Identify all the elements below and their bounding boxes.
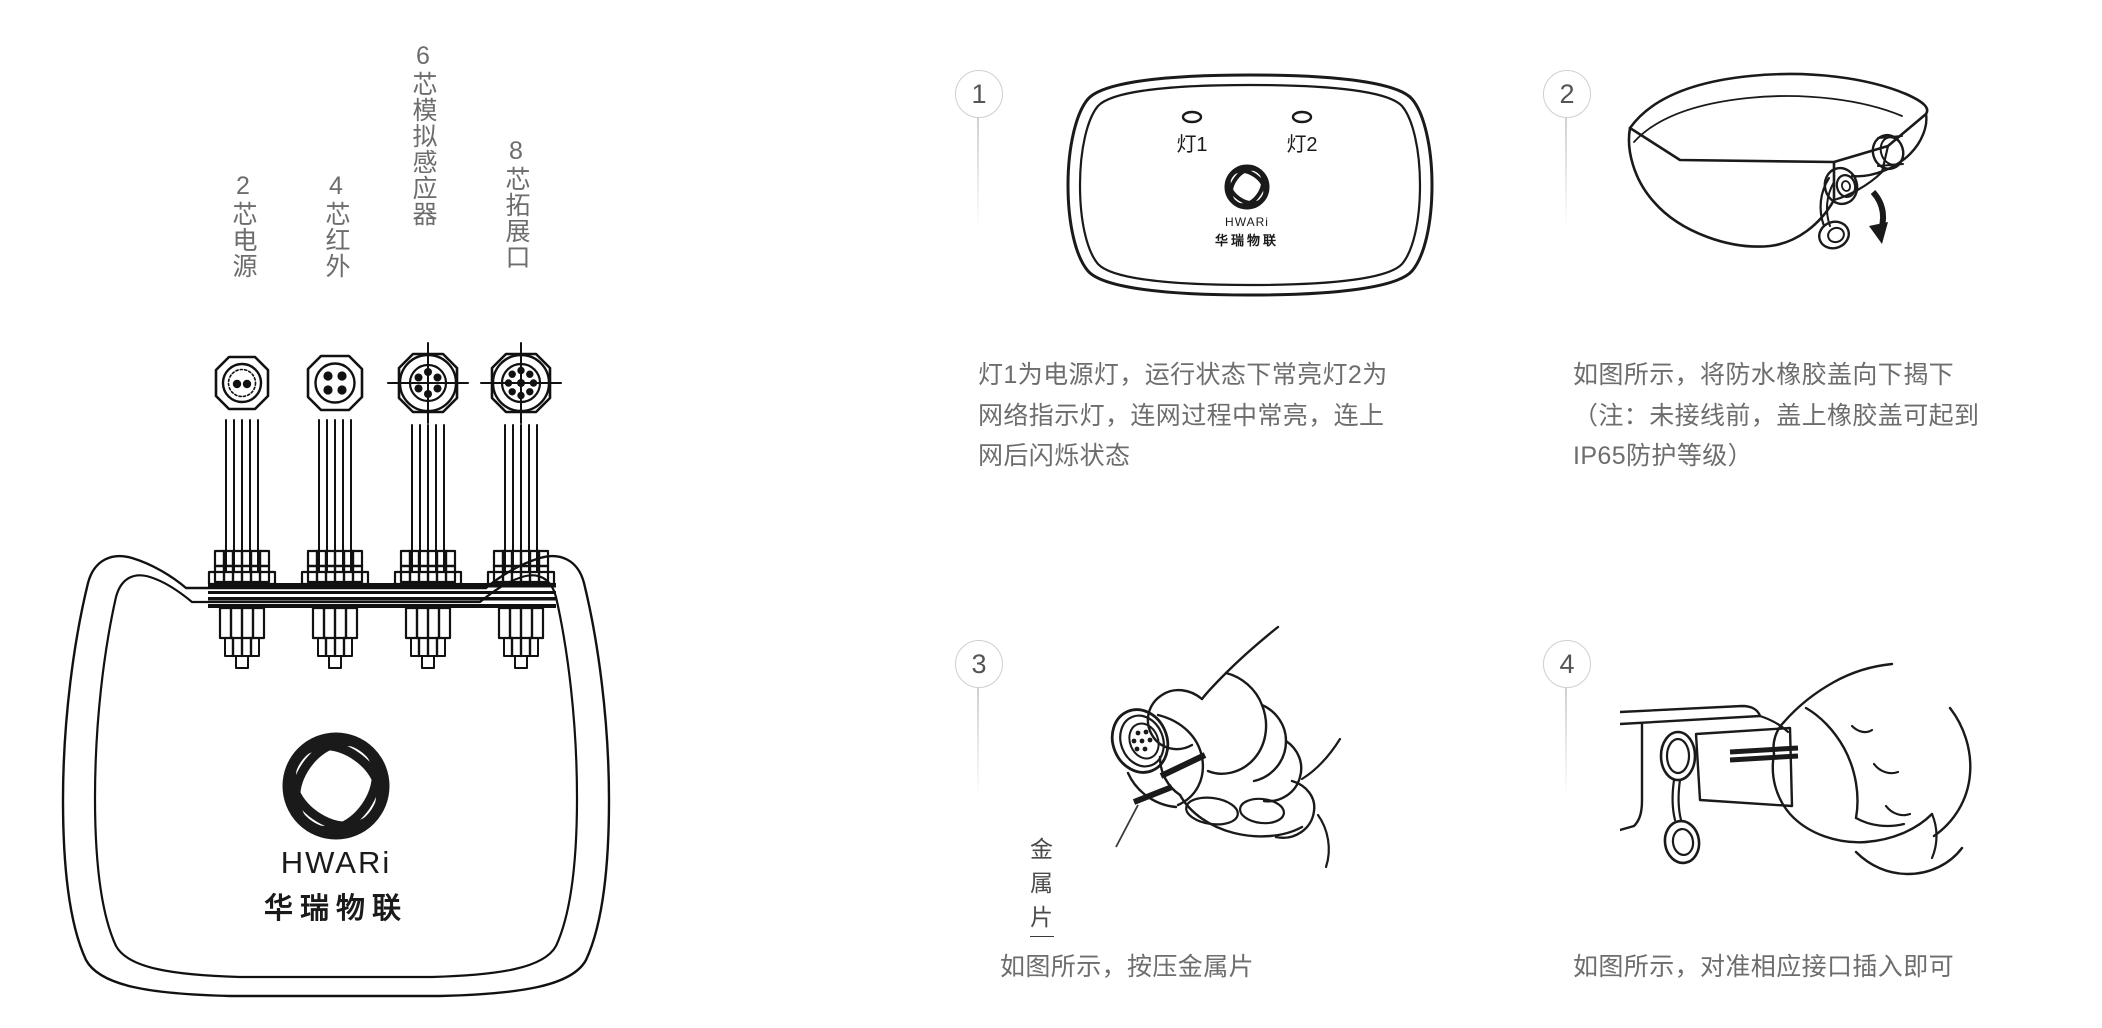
step-1-stem: [977, 116, 979, 228]
port-assemblies: [207, 549, 556, 669]
step-4-number: 4: [1559, 648, 1575, 679]
port-label-8core-text: 8芯拓展口: [502, 137, 530, 270]
step-1-figure: 灯1 灯2 HWARi 华瑞物联: [1040, 55, 1460, 340]
step-4-caption: 如图所示，对准相应接口插入即可: [1573, 953, 1955, 981]
port-label-2core: 2芯电源: [224, 172, 262, 279]
brand-cn-text: 华瑞物联: [264, 892, 408, 925]
step-4-figure: [1618, 630, 1980, 905]
led-2-label: 灯2: [1286, 133, 1317, 156]
led-1-indicator-icon: [1181, 110, 1203, 124]
step-2-number: 2: [1559, 78, 1575, 109]
connector-barrel: [1694, 726, 1799, 808]
hwari-knot-logo-icon: [282, 732, 390, 840]
step-3-figure: [1030, 615, 1370, 900]
led-1-label: 灯1: [1176, 133, 1207, 156]
step-3-number: 3: [971, 648, 987, 679]
connector-head-4core: [306, 354, 364, 412]
device-body-outer: [61, 554, 611, 998]
step-1-badge: 1: [955, 70, 1003, 118]
port-label-4core: 4芯红外: [317, 172, 355, 279]
connector-in-hand: [1110, 708, 1207, 809]
metal-tab-annotation: 金属片: [1030, 830, 1054, 937]
hwari-knot-logo-icon-small: [1224, 164, 1270, 210]
port-label-6core-text: 6芯模拟感应器: [409, 42, 437, 227]
step-3-stem: [977, 686, 979, 798]
step-3-caption: 如图所示，按压金属片: [1000, 953, 1255, 981]
exploded-product-diagram: 2芯电源 4芯红外 6芯模拟感应器 8芯拓展口: [0, 0, 700, 1028]
port-label-8core: 8芯拓展口: [497, 137, 535, 270]
port-cap-upper: [1871, 133, 1905, 171]
led-2-indicator-icon: [1291, 110, 1313, 124]
step-4-badge: 4: [1543, 640, 1591, 688]
device-port-socket: [1659, 730, 1701, 865]
step-2-stem: [1565, 116, 1567, 228]
step-1-number: 1: [971, 78, 987, 109]
product-line-art: HWARi 华瑞物联: [61, 342, 611, 998]
port-label-6core: 6芯模拟感应器: [404, 42, 442, 227]
step-2-figure: [1620, 50, 1950, 315]
connector-head-6core: [387, 342, 469, 424]
device-brand-latin: HWARi: [1225, 215, 1269, 229]
step-1-caption: 灯1为电源灯，运行状态下常亮灯2为网络指示灯，连网过程中常亮，连上网后闪烁状态: [978, 361, 1388, 470]
step-2-badge: 2: [1543, 70, 1591, 118]
device-brand-cn: 华瑞物联: [1215, 233, 1279, 248]
brand-latin-text: HWARi: [281, 845, 391, 880]
step-3-badge: 3: [955, 640, 1003, 688]
step-4-stem: [1565, 686, 1567, 798]
connector-head-8core: [480, 342, 562, 424]
port-label-4core-text: 4芯红外: [322, 172, 350, 279]
step-2-caption: 如图所示，将防水橡胶盖向下揭下（注：未接线前，盖上橡胶盖可起到IP65防护等级）: [1573, 361, 1980, 470]
port-label-2core-text: 2芯电源: [229, 172, 257, 279]
metal-tab-leader-line: [1115, 804, 1139, 848]
port-rail: [208, 583, 556, 608]
rubber-cap-assembly: [1818, 166, 1859, 250]
connector-head-2core: [214, 355, 270, 411]
wire-bundles: [225, 419, 538, 573]
metal-tab-icon: [1132, 752, 1207, 805]
device-body-inner: [93, 574, 579, 979]
